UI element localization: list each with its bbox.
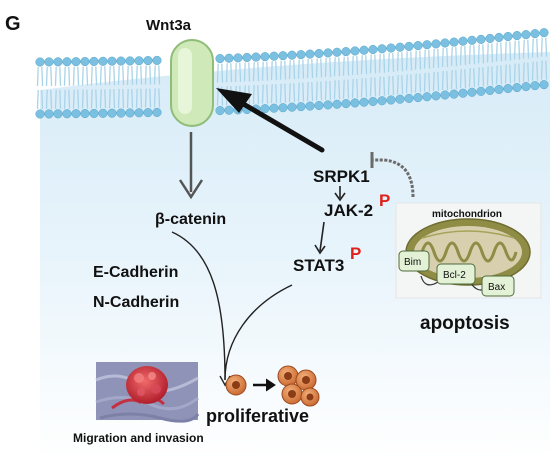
srpk1-to-jak2-arrow — [334, 186, 346, 202]
proliferation-cells — [225, 365, 320, 407]
stat3-to-proliferation-curve — [224, 284, 293, 381]
jak2-phospho-mark: P — [379, 191, 390, 210]
srpk1-label: SRPK1 — [313, 167, 370, 186]
bim-badge — [398, 250, 430, 272]
bcl2-badge — [436, 263, 476, 285]
wnt3a-label: Wnt3a — [146, 17, 192, 34]
stat3-label: STAT3 — [293, 256, 344, 275]
beta-catenin-to-proliferation-curve — [171, 231, 226, 381]
proliferative-label: proliferative — [206, 406, 309, 426]
stat3-phospho-mark: P — [350, 244, 361, 263]
tumor-mass — [126, 366, 168, 404]
mitochondrion-panel — [395, 202, 542, 299]
migration-invasion-image — [95, 362, 200, 423]
jak2-to-stat3-arrow — [314, 221, 326, 255]
srpk1-to-wnt3a-arrow — [216, 88, 325, 153]
cytoplasm — [40, 52, 550, 460]
panel-label: G — [5, 13, 21, 35]
e-cadherin-label: E-Cadherin — [93, 264, 178, 281]
beta-catenin-label: β-catenin — [155, 211, 226, 228]
bim-label: Bim — [404, 257, 421, 268]
wnt3a-to-beta-catenin-arrow — [178, 132, 204, 200]
mitochondrion-inhibits-srpk1 — [370, 152, 415, 198]
n-cadherin-label: N-Cadherin — [93, 294, 179, 311]
bax-label: Bax — [488, 282, 505, 293]
bcl2-label: Bcl-2 — [443, 270, 466, 281]
bax-badge — [481, 275, 515, 297]
apoptosis-label: apoptosis — [420, 313, 510, 334]
mitochondrion-title: mitochondrion — [432, 209, 502, 220]
cell-membrane — [35, 28, 549, 119]
migration-label: Migration and invasion — [73, 431, 204, 445]
jak2-label: JAK-2 — [324, 201, 373, 220]
wnt3a-receptor — [170, 39, 214, 127]
